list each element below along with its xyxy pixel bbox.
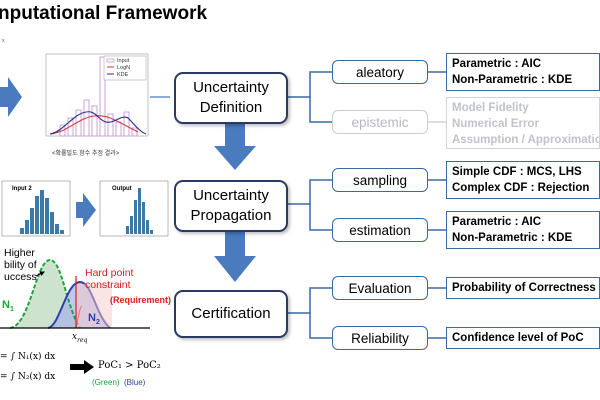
higher-success-text: Higher bility of uccess xyxy=(4,247,37,283)
logn-curve xyxy=(49,115,139,135)
corner-mark: x xyxy=(2,38,5,44)
method-aleatory[interactable]: aleatory xyxy=(332,60,428,84)
poc-plot xyxy=(0,246,160,342)
method-evaluation[interactable]: Evaluation xyxy=(332,276,428,300)
implies-arrow xyxy=(70,360,94,374)
input-histogram xyxy=(0,180,72,238)
input-hist-label: Input 2 xyxy=(12,186,32,192)
method-reliability[interactable]: Reliability xyxy=(332,326,428,350)
hist-arrow xyxy=(76,192,96,228)
formula-poc2: = ∫ N₂(x) dx xyxy=(0,372,56,382)
detail-evaluation: Probability of Correctness xyxy=(446,277,600,299)
method-sampling[interactable]: sampling xyxy=(332,168,428,192)
method-epistemic[interactable]: epistemic xyxy=(332,110,428,134)
x-req-label: xreq xyxy=(72,332,88,344)
requirement-text: (Requirement) xyxy=(110,295,172,305)
method-estimation[interactable]: estimation xyxy=(332,218,428,242)
output-hist-label: Output xyxy=(112,186,132,192)
blue-label: (Blue) xyxy=(124,378,146,387)
stage-certification[interactable]: Certification xyxy=(174,290,288,338)
output-histogram xyxy=(98,180,170,238)
legend-logn: LogN xyxy=(117,65,130,71)
hard-point-text: Hard point constraint xyxy=(85,267,134,291)
green-label: (Green) xyxy=(92,378,120,387)
legend-kde: KDE xyxy=(117,72,129,78)
kde-caption: <확률밀도 함수 추정 결과> xyxy=(52,151,120,157)
legend-input: Input xyxy=(117,58,130,64)
kde-curve xyxy=(49,111,147,135)
input-arrow xyxy=(0,75,22,119)
n1-curve xyxy=(9,258,81,329)
poc-comparison: PoC₁ > PoC₂ xyxy=(98,360,161,371)
page-title: nputational Framework xyxy=(0,3,208,24)
n2-label: N2 xyxy=(88,312,100,327)
formula-poc1: = ∫ N₁(x) dx xyxy=(0,352,56,362)
n1-label: N1 xyxy=(2,299,14,314)
detail-reliability: Confidence level of PoC xyxy=(446,327,600,349)
kde-chart: Input LogN KDE xyxy=(38,52,150,144)
